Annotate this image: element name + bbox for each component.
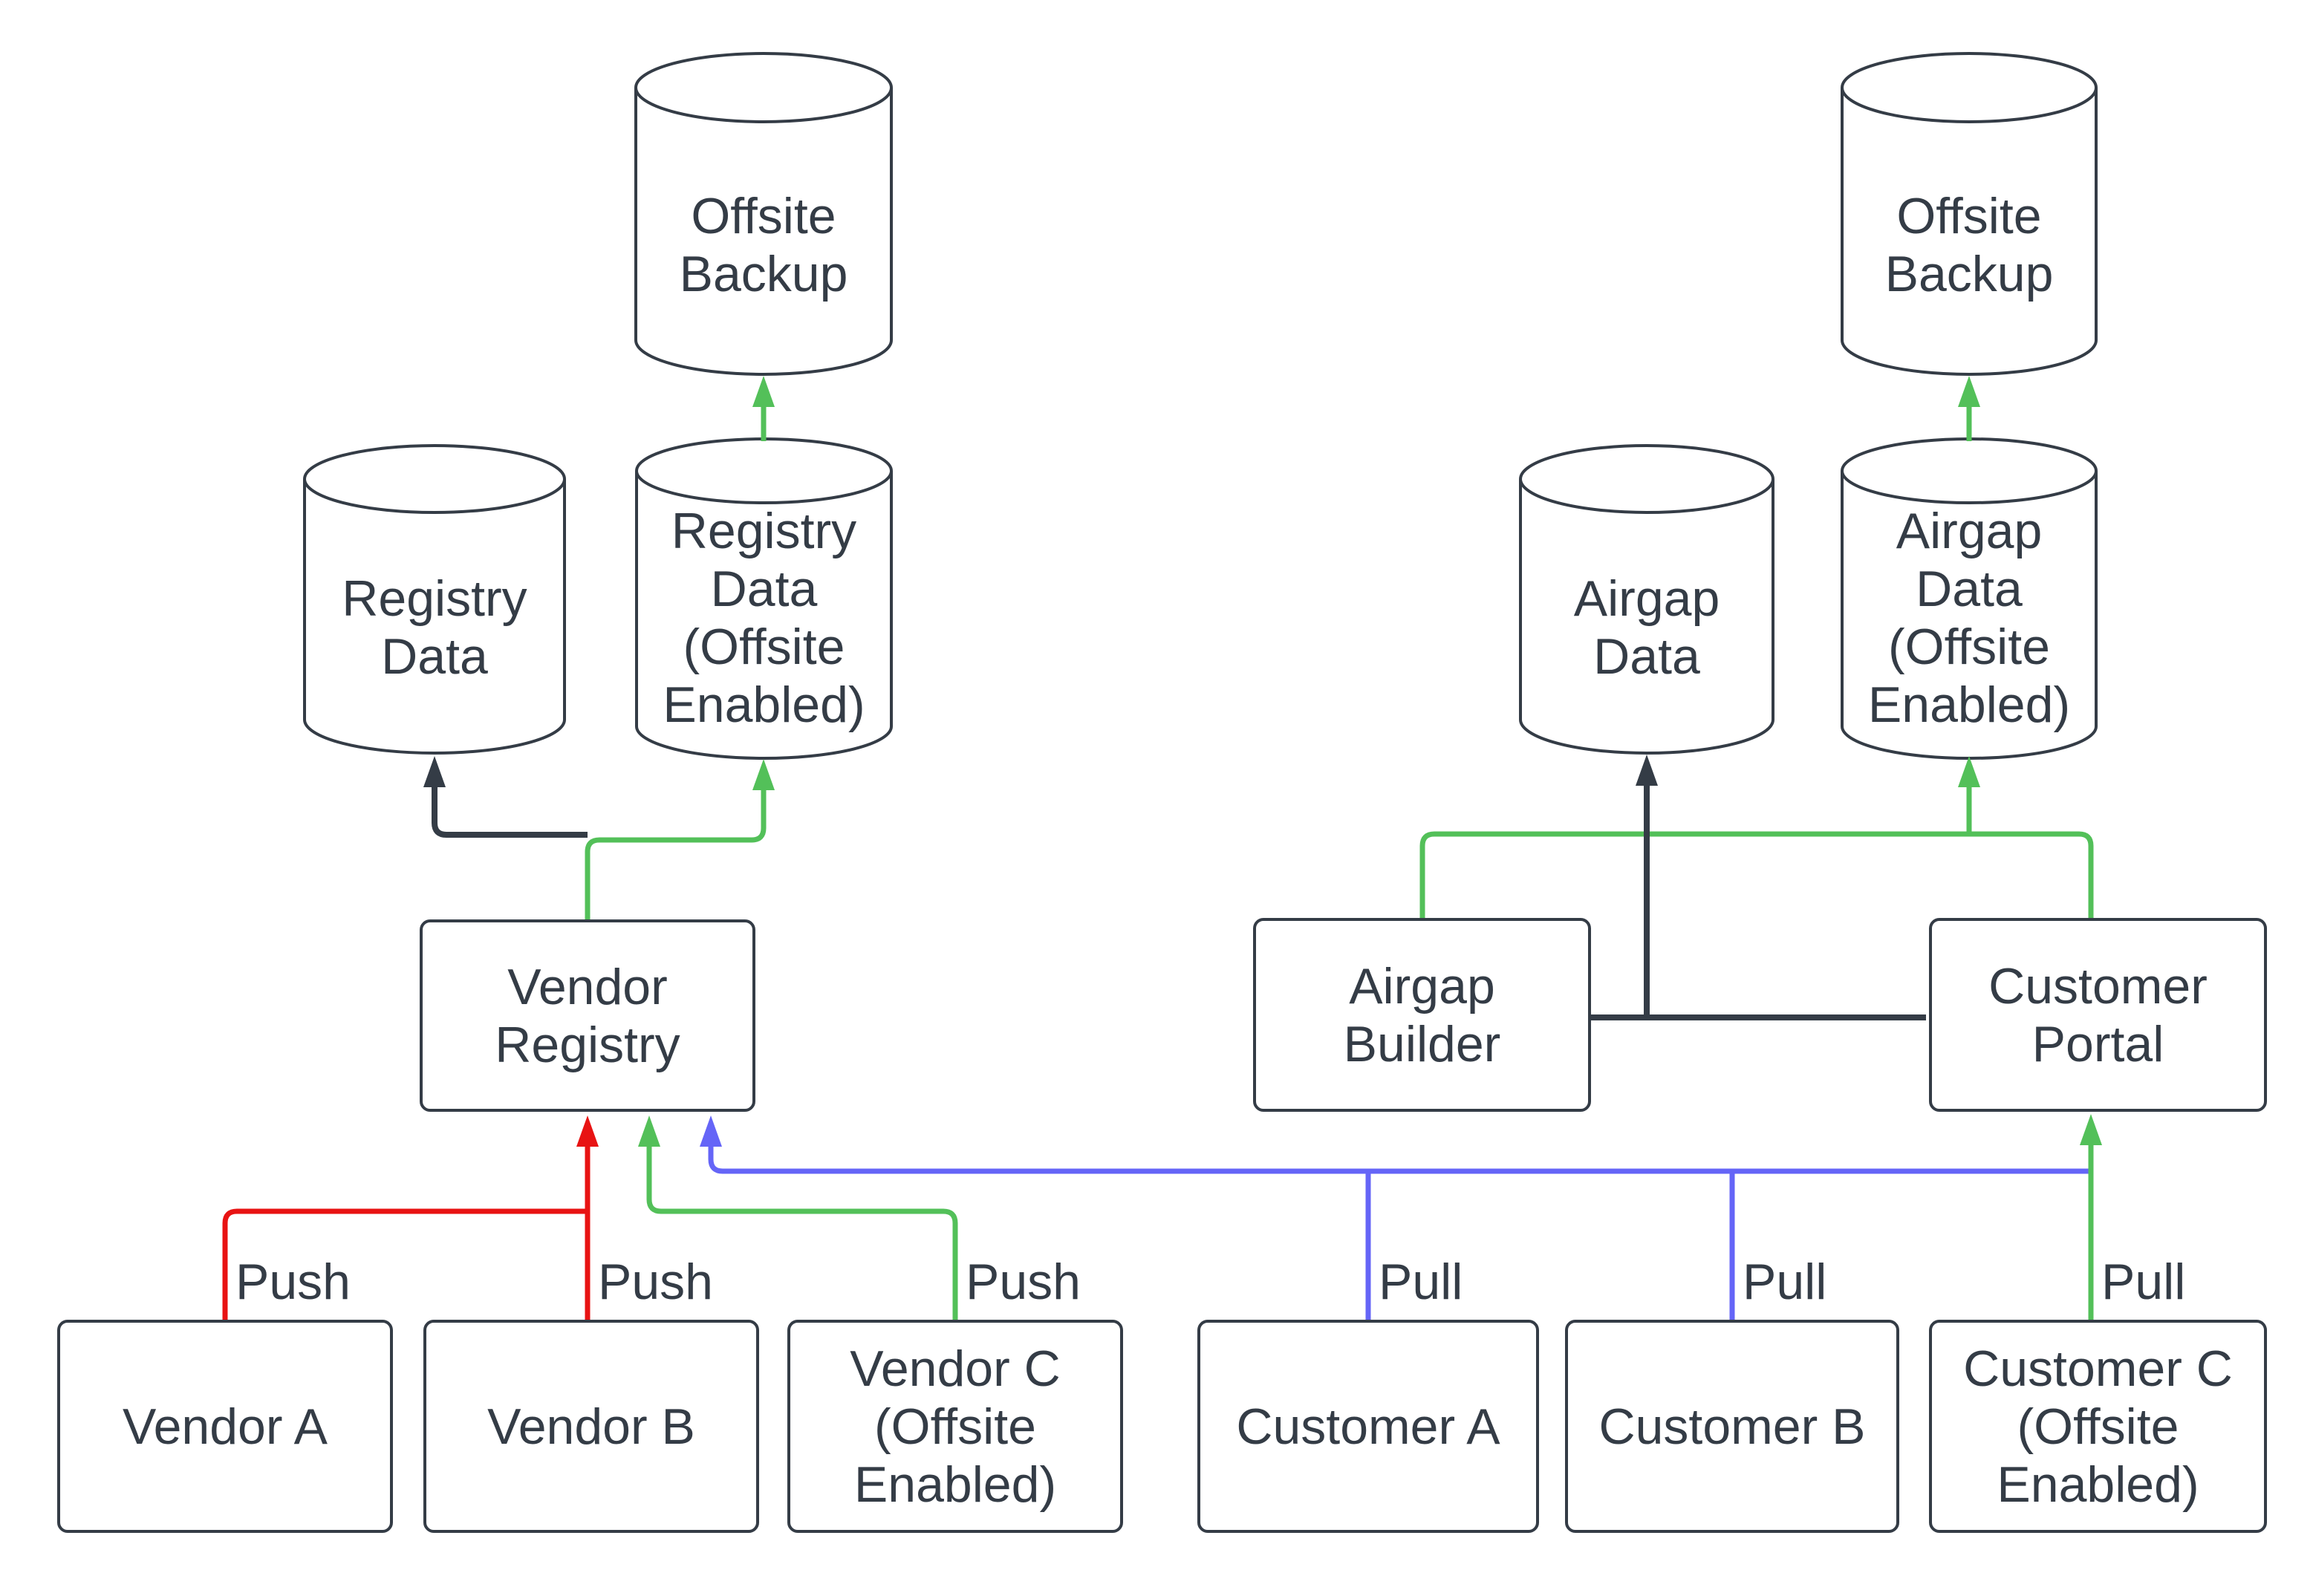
cylinder-offsite-backup-left	[634, 52, 893, 376]
airgap-data-offsite-label: Airgap Data (Offsite Enabled)	[1867, 503, 2071, 733]
cylinder-registry-data	[303, 444, 566, 755]
customer-c-label: Customer C (Offsite Enabled)	[1963, 1340, 2233, 1513]
edge-builder-portal-green	[1419, 831, 2094, 918]
vendor-a-box: Vendor A	[57, 1320, 393, 1533]
customer-b-box: Customer B	[1565, 1320, 1899, 1533]
edge-registry-to-offsite-cylinder	[585, 789, 767, 919]
registry-data-offsite-label: Registry Data (Offsite Enabled)	[663, 503, 865, 733]
arrowhead-offsite-backup-left	[752, 376, 775, 407]
arrowhead-offsite-backup-right	[1958, 376, 1980, 407]
vendor-registry-label: Vendor Registry	[495, 958, 680, 1073]
vendor-registry-box: Vendor Registry	[420, 919, 755, 1112]
customer-portal-box: Customer Portal	[1929, 918, 2267, 1112]
arrowhead-airgap-data-offsite	[1958, 756, 1980, 787]
offsite-backup-left-label: Offsite Backup	[679, 188, 848, 302]
cylinder-registry-data-offsite	[635, 437, 893, 760]
arrowhead-vendor-registry-green	[638, 1115, 660, 1147]
customer-a-label: Customer A	[1236, 1398, 1500, 1455]
edge-vendor-c-push	[646, 1145, 958, 1320]
vendor-a-label: Vendor A	[122, 1398, 328, 1455]
push-label-vendor-b: Push	[598, 1254, 713, 1310]
push-label-vendor-a: Push	[235, 1254, 351, 1310]
airgap-builder-box: Airgap Builder	[1253, 918, 1591, 1112]
cylinder-airgap-data	[1519, 444, 1774, 755]
edge-registry-to-registry-data	[432, 784, 588, 838]
arrowhead-vendor-registry-red	[576, 1115, 599, 1147]
offsite-backup-right-label: Offsite Backup	[1884, 188, 2054, 302]
airgap-data-label: Airgap Data	[1573, 570, 1720, 685]
airgap-builder-label: Airgap Builder	[1343, 957, 1501, 1072]
registry-data-label: Registry Data	[342, 570, 527, 685]
edge-pull-bus	[708, 1147, 2091, 1174]
arrowhead-registry-data	[423, 756, 446, 787]
vendor-c-label: Vendor C (Offsite Enabled)	[850, 1340, 1061, 1513]
vendor-c-box: Vendor C (Offsite Enabled)	[787, 1320, 1123, 1533]
pull-label-customer-a: Pull	[1379, 1254, 1463, 1310]
pull-label-customer-b: Pull	[1743, 1254, 1827, 1310]
arrowhead-registry-data-offsite	[752, 759, 775, 790]
arrowhead-airgap-data	[1636, 755, 1658, 786]
cylinder-offsite-backup-right	[1841, 52, 2098, 376]
customer-a-box: Customer A	[1197, 1320, 1539, 1533]
customer-c-box: Customer C (Offsite Enabled)	[1929, 1320, 2267, 1533]
customer-b-label: Customer B	[1598, 1398, 1866, 1455]
vendor-b-box: Vendor B	[423, 1320, 759, 1533]
arrowhead-vendor-registry-blue	[700, 1115, 722, 1147]
edge-vendor-a-push	[222, 1208, 588, 1320]
push-label-vendor-c: Push	[966, 1254, 1081, 1310]
vendor-b-label: Vendor B	[487, 1398, 695, 1455]
pull-label-customer-c: Pull	[2101, 1254, 2186, 1310]
customer-portal-label: Customer Portal	[1988, 957, 2208, 1072]
arrowhead-customer-portal	[2080, 1114, 2102, 1145]
